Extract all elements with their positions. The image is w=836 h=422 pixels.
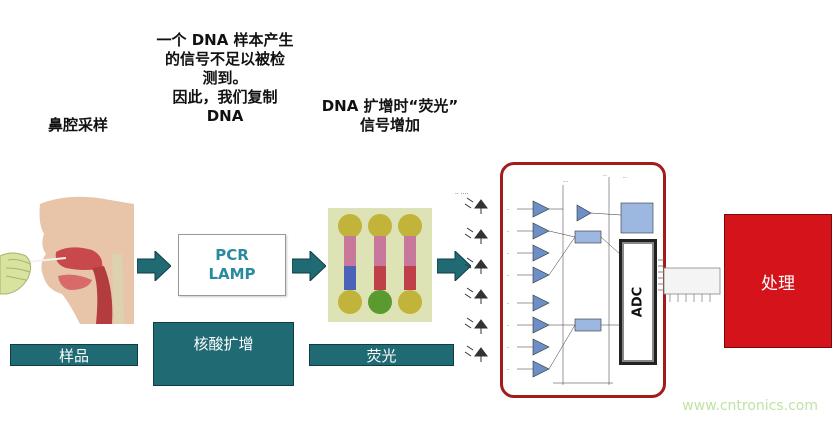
arrow-right-icon [292, 251, 326, 281]
dna-caption: 一个 DNA 样本产生 的信号不足以被检 测到。 因此，我们复制 DNA [140, 31, 310, 126]
fluorescence-tubes [338, 214, 422, 314]
lamp-label: LAMP [208, 265, 256, 283]
svg-text:·· ····: ·· ···· [455, 191, 468, 198]
tongue [58, 274, 92, 290]
glove-fingers [5, 259, 31, 281]
tube-1 [338, 214, 362, 314]
svg-text:···: ··· [603, 173, 607, 178]
nasal-swab-illustration [0, 196, 134, 324]
pcr-label: PCR [215, 246, 249, 264]
nasal-cavity [55, 247, 103, 270]
fluor-caption-line: DNA 扩增时“荧光” [321, 97, 459, 115]
processing-block: 处理 [724, 214, 832, 348]
svg-text:··: ·· [507, 367, 510, 372]
photodiode-icon [464, 287, 488, 304]
fluor-caption-line: 信号增加 [359, 116, 420, 134]
svg-text:···: ··· [623, 175, 627, 180]
arrow-right-icon [137, 251, 171, 281]
svg-text:··: ·· [507, 273, 510, 278]
glove-hand [0, 252, 32, 295]
photodiode-column: ·· ···· [455, 191, 488, 362]
pcr-lamp-box: PCR LAMP [178, 234, 286, 296]
nasal-caption: 鼻腔采样 [47, 116, 108, 134]
svg-text:····: ···· [563, 179, 568, 184]
tube-3 [398, 214, 422, 314]
photodiode-icon [464, 317, 488, 334]
svg-text:··: ·· [507, 301, 510, 306]
svg-text:··: ·· [507, 207, 510, 212]
svg-text:··: ·· [507, 251, 510, 256]
amplification-label: 核酸扩增 [153, 322, 294, 386]
photodiode-icon [464, 227, 488, 244]
photodiode-icon [464, 345, 488, 362]
adc-label: ADC [630, 286, 646, 318]
afe-board: ·········· ······ ······ ···· ADC [500, 162, 666, 398]
fluor-caption: DNA 扩增时“荧光” 信号增加 [300, 97, 480, 135]
svg-text:··: ·· [507, 323, 510, 328]
processing-label: 处理 [761, 273, 795, 294]
throat [92, 266, 113, 324]
dna-caption-line: 一个 DNA 样本产生 [156, 31, 294, 49]
svg-text:··: ·· [507, 229, 510, 234]
dna-caption-line: 因此，我们复制 [172, 88, 278, 106]
watermark: www.cntronics.com [682, 398, 818, 414]
dna-caption-line: 测到。 [202, 69, 248, 87]
afe-circuit: ·········· ······ ······ ···· [507, 173, 654, 385]
spine [112, 254, 124, 324]
arrow-right-icon [437, 251, 471, 281]
photodiode-icon [464, 257, 488, 274]
tube-2 [368, 214, 392, 314]
fluorescence-label: 荧光 [309, 344, 454, 366]
sample-label: 样品 [10, 344, 138, 366]
svg-text:··: ·· [507, 345, 510, 350]
dna-caption-line: DNA [206, 107, 244, 125]
adc-block: ADC [619, 239, 657, 365]
connector-chip [658, 259, 721, 302]
dna-caption-line: 的信号不足以被检 [164, 50, 285, 68]
photodiode-icon [464, 197, 488, 214]
